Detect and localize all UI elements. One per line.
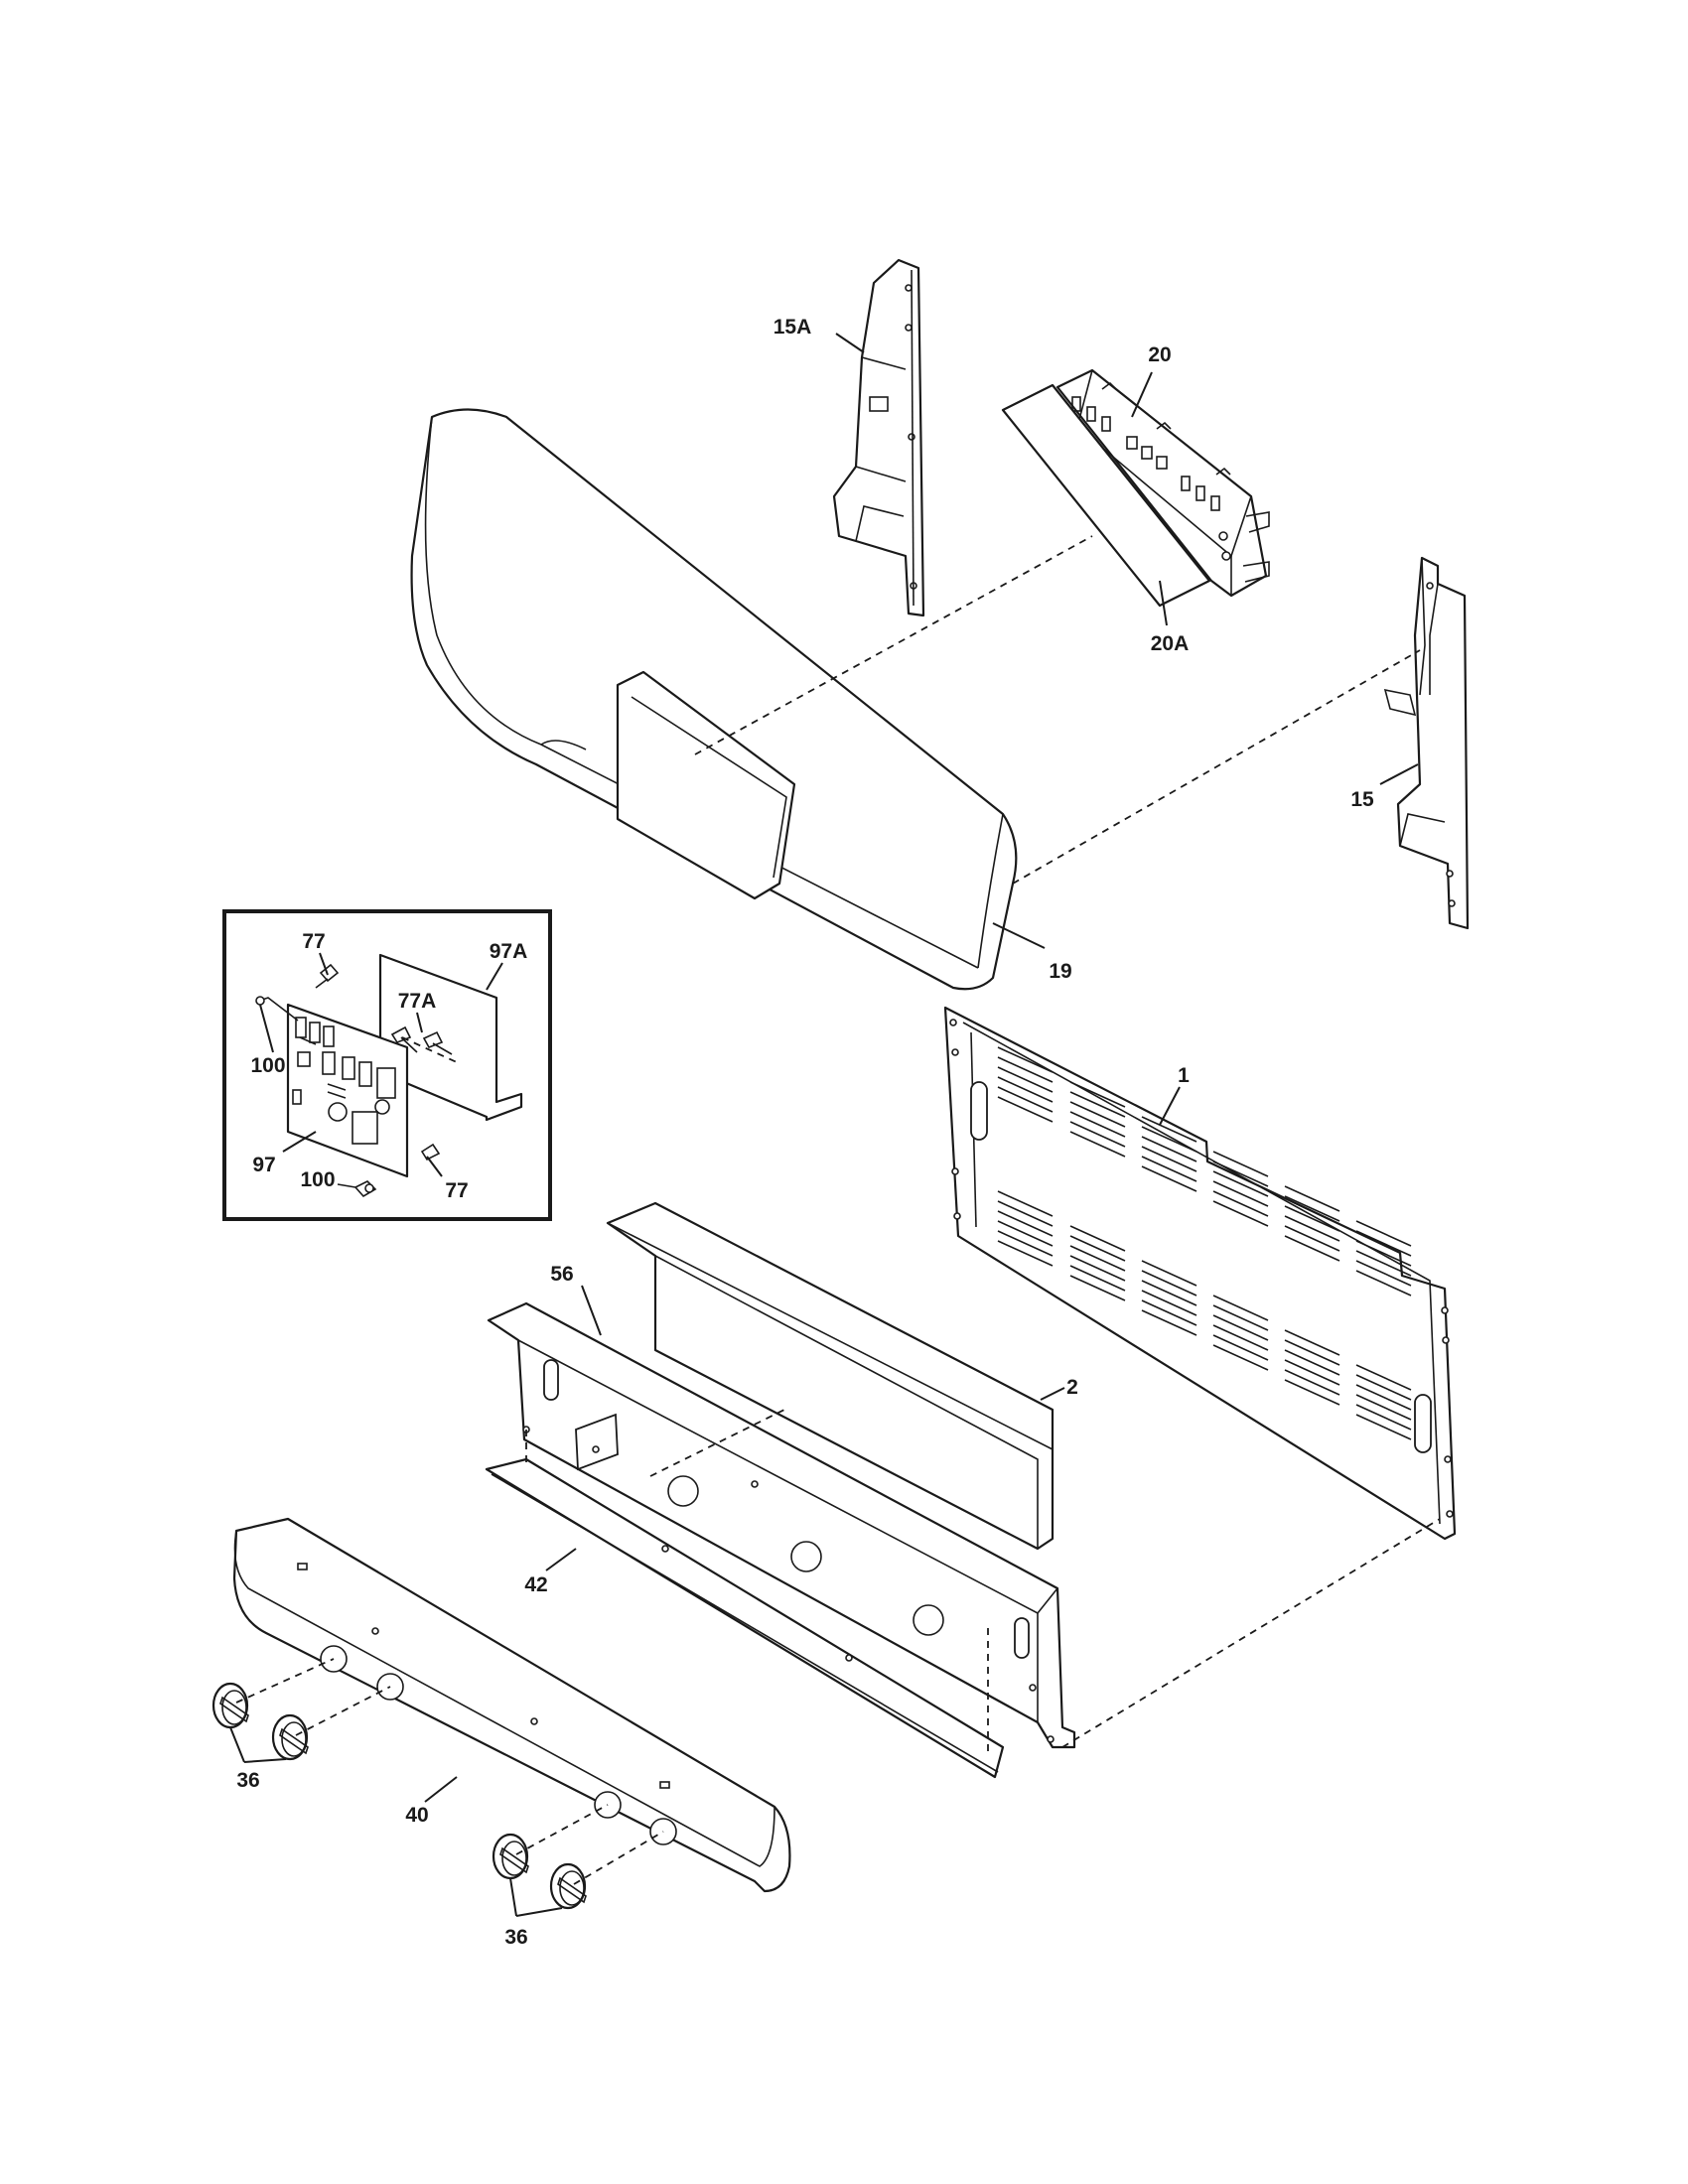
callout-20: 20 — [1148, 343, 1171, 366]
alignment-lines — [235, 535, 1441, 1885]
bracket-left-part[interactable] — [832, 258, 925, 617]
callout-20a: 20A — [1151, 632, 1190, 655]
knob-3 — [492, 1833, 529, 1880]
knob-group-right[interactable] — [492, 1833, 587, 1910]
knob-1 — [211, 1682, 249, 1729]
callout-labels: 15A 20 20A 15 19 1 77 97A 77A 100 97 100… — [236, 316, 1374, 1949]
callout-77-top: 77 — [302, 930, 325, 953]
callout-40: 40 — [405, 1804, 428, 1827]
control-panel-bracket-part[interactable] — [487, 1301, 1076, 1749]
callout-56: 56 — [550, 1263, 573, 1286]
callout-100-bottom: 100 — [300, 1168, 335, 1191]
clock-overlay-part[interactable] — [1001, 383, 1211, 608]
leader-lines — [229, 333, 1419, 1917]
callout-2: 2 — [1066, 1376, 1078, 1399]
knob-group-left[interactable] — [211, 1682, 309, 1761]
callout-1: 1 — [1178, 1064, 1190, 1087]
callout-77-bottom: 77 — [445, 1179, 468, 1202]
clock-module-part[interactable] — [1055, 368, 1270, 598]
inset-screws — [255, 963, 453, 1198]
control-board-inset — [222, 909, 552, 1221]
board-cover-part — [378, 953, 523, 1122]
trim-strip-part[interactable] — [485, 1457, 1005, 1779]
bracket-right-part[interactable] — [1383, 556, 1470, 930]
callout-42: 42 — [524, 1573, 547, 1596]
knob-4 — [549, 1862, 587, 1910]
callout-100-left: 100 — [250, 1054, 285, 1077]
knob-2 — [271, 1713, 309, 1761]
callout-36-right: 36 — [504, 1926, 527, 1949]
callout-19: 19 — [1049, 960, 1071, 983]
backguard-part[interactable] — [410, 408, 1018, 991]
callout-15a: 15A — [774, 316, 812, 339]
manifold-panel-part[interactable] — [232, 1517, 791, 1893]
callout-97: 97 — [252, 1154, 275, 1176]
callout-97a: 97A — [490, 940, 528, 963]
rear-panel-part[interactable] — [943, 1006, 1457, 1541]
callout-15: 15 — [1350, 788, 1374, 811]
callout-36-left: 36 — [236, 1769, 259, 1792]
callout-77a: 77A — [398, 990, 437, 1013]
insulation-cover-part[interactable] — [606, 1201, 1055, 1551]
